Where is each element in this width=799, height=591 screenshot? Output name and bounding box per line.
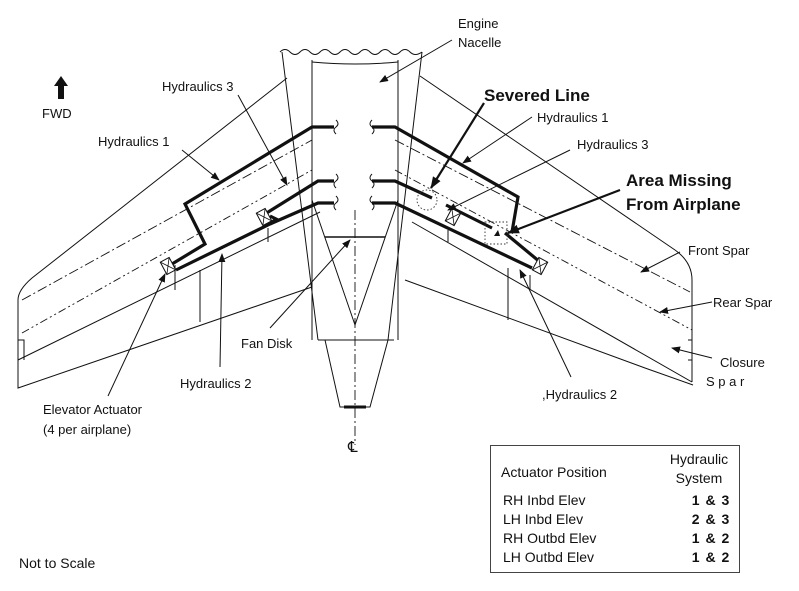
row-system: 1 & 2 bbox=[691, 530, 731, 546]
forward-arrow-icon bbox=[54, 76, 68, 99]
area-missing-leader bbox=[507, 188, 621, 235]
hydraulic-lines-right bbox=[372, 125, 542, 270]
break-marks-left bbox=[333, 119, 339, 211]
fwd-label: FWD bbox=[42, 106, 72, 121]
hydraulic-lines-left bbox=[171, 125, 334, 272]
elevator-actuator-icon bbox=[255, 207, 273, 227]
row-system: 2 & 3 bbox=[691, 511, 731, 527]
row-system: 1 & 3 bbox=[691, 492, 731, 508]
table-header-system: Hydraulic System bbox=[659, 450, 739, 488]
hydraulics-1-right-label: Hydraulics 1 bbox=[537, 110, 609, 125]
table-row: RH Outbd Elev 1 & 2 bbox=[503, 530, 733, 549]
elevator-actuator-label: Elevator Actuator bbox=[43, 402, 143, 417]
hydraulics-2-right-leader bbox=[519, 269, 572, 378]
front-spar-label: Front Spar bbox=[688, 243, 750, 258]
severed-line-area bbox=[416, 189, 438, 211]
rear-spar-leader bbox=[659, 301, 713, 314]
elevator-actuator-icon bbox=[444, 207, 462, 227]
table-header-system-line2: System bbox=[675, 470, 723, 486]
elevator-actuator-label: (4 per airplane) bbox=[43, 422, 131, 437]
engine-nacelle-label: Nacelle bbox=[458, 35, 501, 50]
hydraulics-2-right-label: ,Hydraulics 2 bbox=[542, 387, 617, 402]
elevator-actuator-leader bbox=[107, 273, 166, 397]
engine-nacelle bbox=[279, 49, 423, 445]
missing-area-marker bbox=[484, 221, 508, 245]
row-position: LH Outbd Elev bbox=[503, 549, 595, 565]
area-missing-label: Area Missing bbox=[626, 171, 732, 190]
hydraulics-1-left-leader bbox=[181, 149, 220, 181]
table-header-system-line1: Hydraulic bbox=[669, 451, 729, 467]
not-to-scale-note: Not to Scale bbox=[19, 555, 96, 571]
table-row: LH Inbd Elev 2 & 3 bbox=[503, 511, 733, 530]
fan-disk-label: Fan Disk bbox=[241, 336, 293, 351]
fan-disk-leader bbox=[269, 239, 351, 329]
severed-line-label: Severed Line bbox=[484, 86, 590, 105]
hydraulics-3-right-label: Hydraulics 3 bbox=[577, 137, 649, 152]
closure-spar-leader bbox=[671, 346, 713, 359]
table-row: LH Outbd Elev 1 & 2 bbox=[503, 549, 733, 568]
table-header-position: Actuator Position bbox=[501, 464, 607, 480]
hydraulics-3-left-leader bbox=[237, 94, 288, 186]
engine-nacelle-leader bbox=[379, 39, 453, 83]
engine-nacelle-label: Engine bbox=[458, 16, 498, 31]
right-stabilizer bbox=[394, 75, 694, 386]
rear-spar-label: Rear Spar bbox=[713, 295, 773, 310]
hydraulics-2-left-label: Hydraulics 2 bbox=[180, 376, 252, 391]
row-position: LH Inbd Elev bbox=[503, 511, 584, 527]
front-spar-leader bbox=[640, 251, 681, 273]
table-row: RH Inbd Elev 1 & 3 bbox=[503, 492, 733, 511]
closure-spar-label: Closure bbox=[720, 355, 765, 370]
break-marks-right bbox=[369, 119, 375, 211]
hydraulics-1-right-leader bbox=[462, 116, 533, 164]
area-missing-label: From Airplane bbox=[626, 195, 741, 214]
hydraulics-1-left-label: Hydraulics 1 bbox=[98, 134, 170, 149]
closure-spar-label: S p a r bbox=[706, 374, 745, 389]
severed-line-leader bbox=[430, 102, 485, 189]
centerline-symbol: ℄ bbox=[347, 439, 358, 456]
row-position: RH Inbd Elev bbox=[503, 492, 586, 508]
hydraulics-3-left-label: Hydraulics 3 bbox=[162, 79, 234, 94]
left-stabilizer bbox=[17, 77, 321, 389]
hydraulics-3-right-leader bbox=[447, 149, 571, 211]
actuator-hydraulic-table: Actuator Position Hydraulic System RH In… bbox=[490, 445, 740, 573]
elevator-actuator-icon bbox=[531, 256, 549, 276]
missing-fragment bbox=[494, 230, 500, 236]
elevator-actuator-icon bbox=[159, 256, 177, 276]
row-system: 1 & 2 bbox=[691, 549, 731, 565]
hydraulics-2-left-leader bbox=[218, 253, 226, 368]
row-position: RH Outbd Elev bbox=[503, 530, 597, 546]
